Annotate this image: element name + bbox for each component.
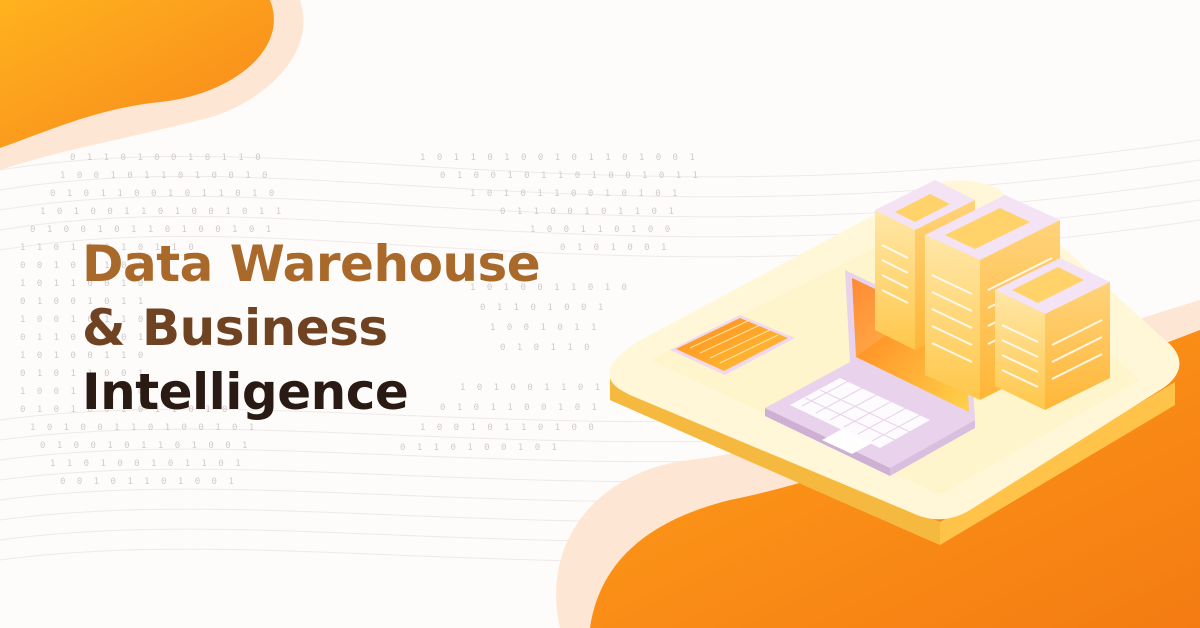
svg-text:0 1 1 0 1 0 0 1: 0 1 1 0 1 0 0 1	[20, 333, 146, 343]
svg-text:0 1 0 0 1 0 1 1 0 1 0 0 1: 0 1 0 0 1 0 1 1 0 1 0 0 1	[40, 441, 250, 451]
svg-text:1 1 0 1 0 0 1 0 1 1 0: 1 1 0 1 0 0 1 0 1 1 0	[20, 243, 197, 253]
svg-text:0 1 1 0 0 1 0 1 1 0 1: 0 1 1 0 0 1 0 1 1 0 1	[500, 207, 677, 217]
isometric-illustration	[609, 180, 1180, 545]
svg-text:1 0 1 0 0 1 1 0 1 0 0 1 0 1: 1 0 1 0 0 1 1 0 1 0 0 1 0 1	[30, 423, 257, 433]
svg-text:1 0 1 0 0 1 1 0 1: 1 0 1 0 0 1 1 0 1	[460, 383, 603, 393]
svg-text:0 1 0 1 1 0 0 1: 0 1 0 1 1 0 0 1	[20, 369, 146, 379]
headline: Data Warehouse & Business Intelligence	[82, 232, 642, 424]
svg-text:0 1 1 0 1 0 0 1 0 1: 0 1 1 0 1 0 0 1 0 1	[400, 443, 560, 453]
svg-text:1 0 0 1 0 1 1 0 1 0 0: 1 0 0 1 0 1 1 0 1 0 0	[420, 423, 597, 433]
svg-text:0 0 1 0 1 1 0 1: 0 0 1 0 1 1 0 1	[20, 261, 146, 271]
svg-text:0 1 0 1 0 0 1: 0 1 0 1 0 0 1	[560, 243, 669, 253]
tablet-icon	[670, 315, 795, 375]
svg-text:0 1 0 1 0 0 1 0 1 1 0 1 0: 0 1 0 1 0 0 1 0 1 1 0 1 0	[20, 405, 230, 415]
svg-text:1 0 0 1 0 1 1 0: 1 0 0 1 0 1 1 0	[20, 387, 146, 397]
svg-text:1 0 1 1 0 1 0 0 1 0 1 1 0 1 0: 1 0 1 1 0 1 0 0 1 0 1 1 0 1 0 0 1	[420, 153, 698, 163]
svg-text:1 0 0 1 0 1 1 0 1 0 0 1 0: 1 0 0 1 0 1 1 0 1 0 0 1 0	[60, 171, 270, 181]
svg-text:0 1 0 1 1 0: 0 1 0 1 1 0	[500, 343, 593, 353]
svg-text:1 1 0 1 0 0 1 0 1 1 0 1: 1 1 0 1 0 0 1 0 1 1 0 1	[50, 459, 244, 469]
svg-text:1 0 0 1 1 0 1 0 0: 1 0 0 1 1 0 1 0 0	[530, 225, 673, 235]
svg-text:1 0 0 1 0 1 1: 1 0 0 1 0 1 1	[490, 323, 599, 333]
svg-text:0 0 1 0 1 1 0 1 0 0 1: 0 0 1 0 1 1 0 1 0 0 1	[60, 477, 237, 487]
svg-text:1 0 1 0 1 1 0 0 1 0 1 0 1: 1 0 1 0 1 1 0 0 1 0 1 0 1	[470, 189, 680, 199]
svg-text:0 1 1 0 1 0 0 1 0 1 1 0: 0 1 1 0 1 0 0 1 0 1 1 0	[70, 153, 264, 163]
svg-text:0 1 0 1 1 0 0 1 0 1: 0 1 0 1 1 0 0 1 0 1	[440, 403, 600, 413]
svg-text:0 1 0 0 1 0 1 1 0 1 0 0 1 0 1: 0 1 0 0 1 0 1 1 0 1 0 0 1 0 1 1	[440, 171, 701, 181]
svg-text:0 1 1 0 1 0 0 1: 0 1 1 0 1 0 0 1	[480, 303, 606, 313]
svg-text:1 0 1 0 0 1 1 0 1 0 0 1 0 1 1: 1 0 1 0 0 1 1 0 1 0 0 1 0 1 1	[40, 207, 284, 217]
svg-text:0 1 0 0 1 0 1 1: 0 1 0 0 1 0 1 1	[20, 297, 146, 307]
svg-text:1 0 1 0 0 1 1 0: 1 0 1 0 0 1 1 0	[20, 351, 146, 361]
svg-text:1 0 1 0 0 1 1 0 1 0: 1 0 1 0 0 1 1 0 1 0	[470, 283, 630, 293]
svg-text:1 0 0 1 0 1 1 0: 1 0 0 1 0 1 1 0	[20, 315, 146, 325]
svg-text:0 1 0 0 1 0 1 1 0 1 0 0 1 0 1: 0 1 0 0 1 0 1 1 0 1 0 0 1 0 1	[30, 225, 274, 235]
headline-line-2: & Business	[82, 299, 388, 357]
svg-text:0 1 0 1 1 0 0 1 0 1 1 0 1 0: 0 1 0 1 1 0 0 1 0 1 1 0 1 0	[50, 189, 277, 199]
headline-line-1: Data Warehouse	[82, 235, 541, 293]
headline-line-3: Intelligence	[82, 363, 409, 421]
svg-text:1 0 1 1 0 0 1 0: 1 0 1 1 0 0 1 0	[20, 279, 146, 289]
server-stack-icon	[875, 180, 1110, 410]
